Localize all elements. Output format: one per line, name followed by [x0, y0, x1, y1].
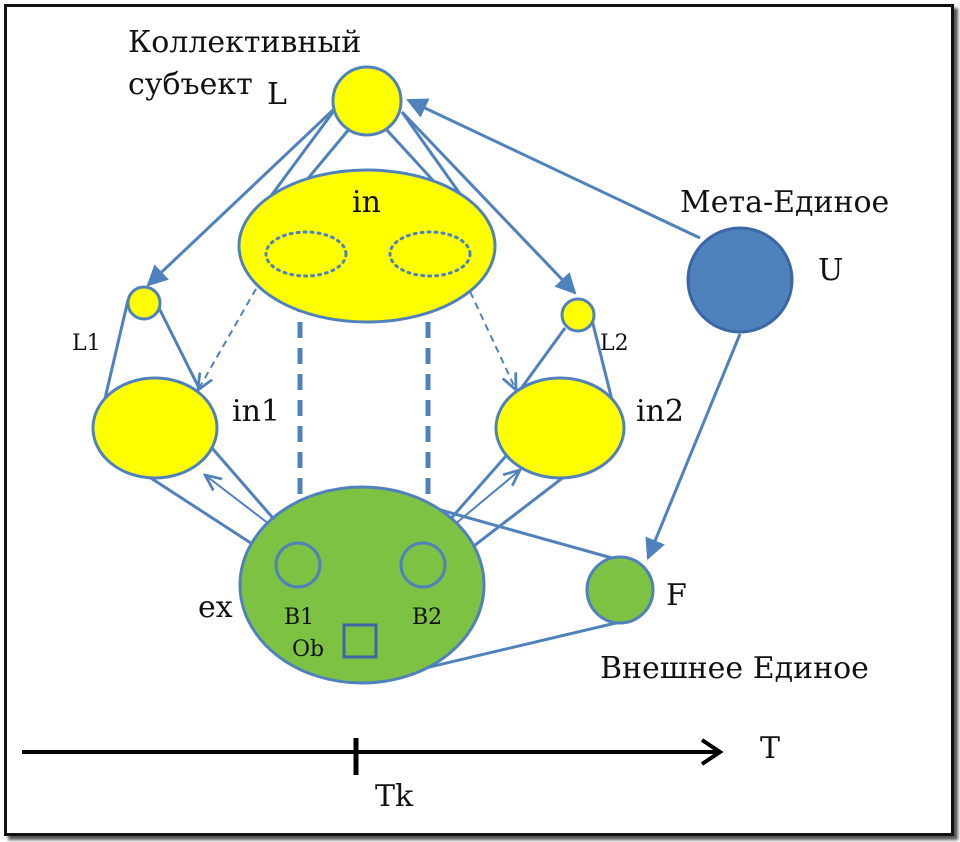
dashed-connectors [198, 268, 516, 543]
line-L-to-in-left [260, 111, 335, 209]
line-U-to-F [645, 333, 742, 560]
label-U: U [818, 253, 843, 288]
label-Tk: Tk [375, 779, 414, 814]
in-inner-left [264, 230, 348, 278]
node-L [331, 65, 403, 137]
label-B1: B1 [284, 605, 314, 630]
label-collective-line2: субъект [128, 67, 253, 102]
axis-arrowhead [700, 738, 724, 766]
line-L-to-L1 [146, 108, 335, 287]
node-in [237, 168, 497, 324]
line-L-to-L2 [400, 110, 577, 295]
line-L2-right [590, 319, 614, 401]
label-in: in [352, 185, 381, 220]
label-outer-unity: Внешнее Единое [600, 651, 869, 686]
node-ex [238, 485, 486, 685]
node-B2 [399, 541, 447, 589]
node-U [686, 226, 794, 334]
label-F: F [666, 578, 687, 613]
label-ex: ex [198, 590, 233, 625]
in-inner-right [388, 230, 472, 278]
line-L2-left [518, 327, 567, 391]
line-L1-right [153, 299, 202, 391]
node-Ob [342, 623, 378, 659]
label-T: T [760, 731, 780, 766]
node-L2 [560, 297, 596, 333]
label-Ob: Ob [292, 637, 324, 662]
node-in2 [494, 376, 626, 480]
node-in1 [91, 376, 219, 480]
label-B2: B2 [412, 605, 442, 630]
node-B1 [274, 541, 322, 589]
line-L-down-right [383, 126, 442, 190]
label-L: L [267, 77, 287, 112]
label-L1: L1 [72, 331, 101, 356]
line-U-to-L [406, 98, 701, 240]
node-F [585, 555, 655, 625]
label-in2: in2 [636, 394, 684, 429]
node-L1 [126, 285, 162, 321]
label-L2: L2 [600, 331, 629, 356]
dashed-in-to-in2 [460, 270, 516, 390]
time-axis [22, 738, 724, 775]
label-in1: in1 [232, 394, 280, 429]
label-meta-unity: Мета-Единое [680, 185, 889, 220]
label-collective-line1: Коллективный [128, 25, 361, 60]
